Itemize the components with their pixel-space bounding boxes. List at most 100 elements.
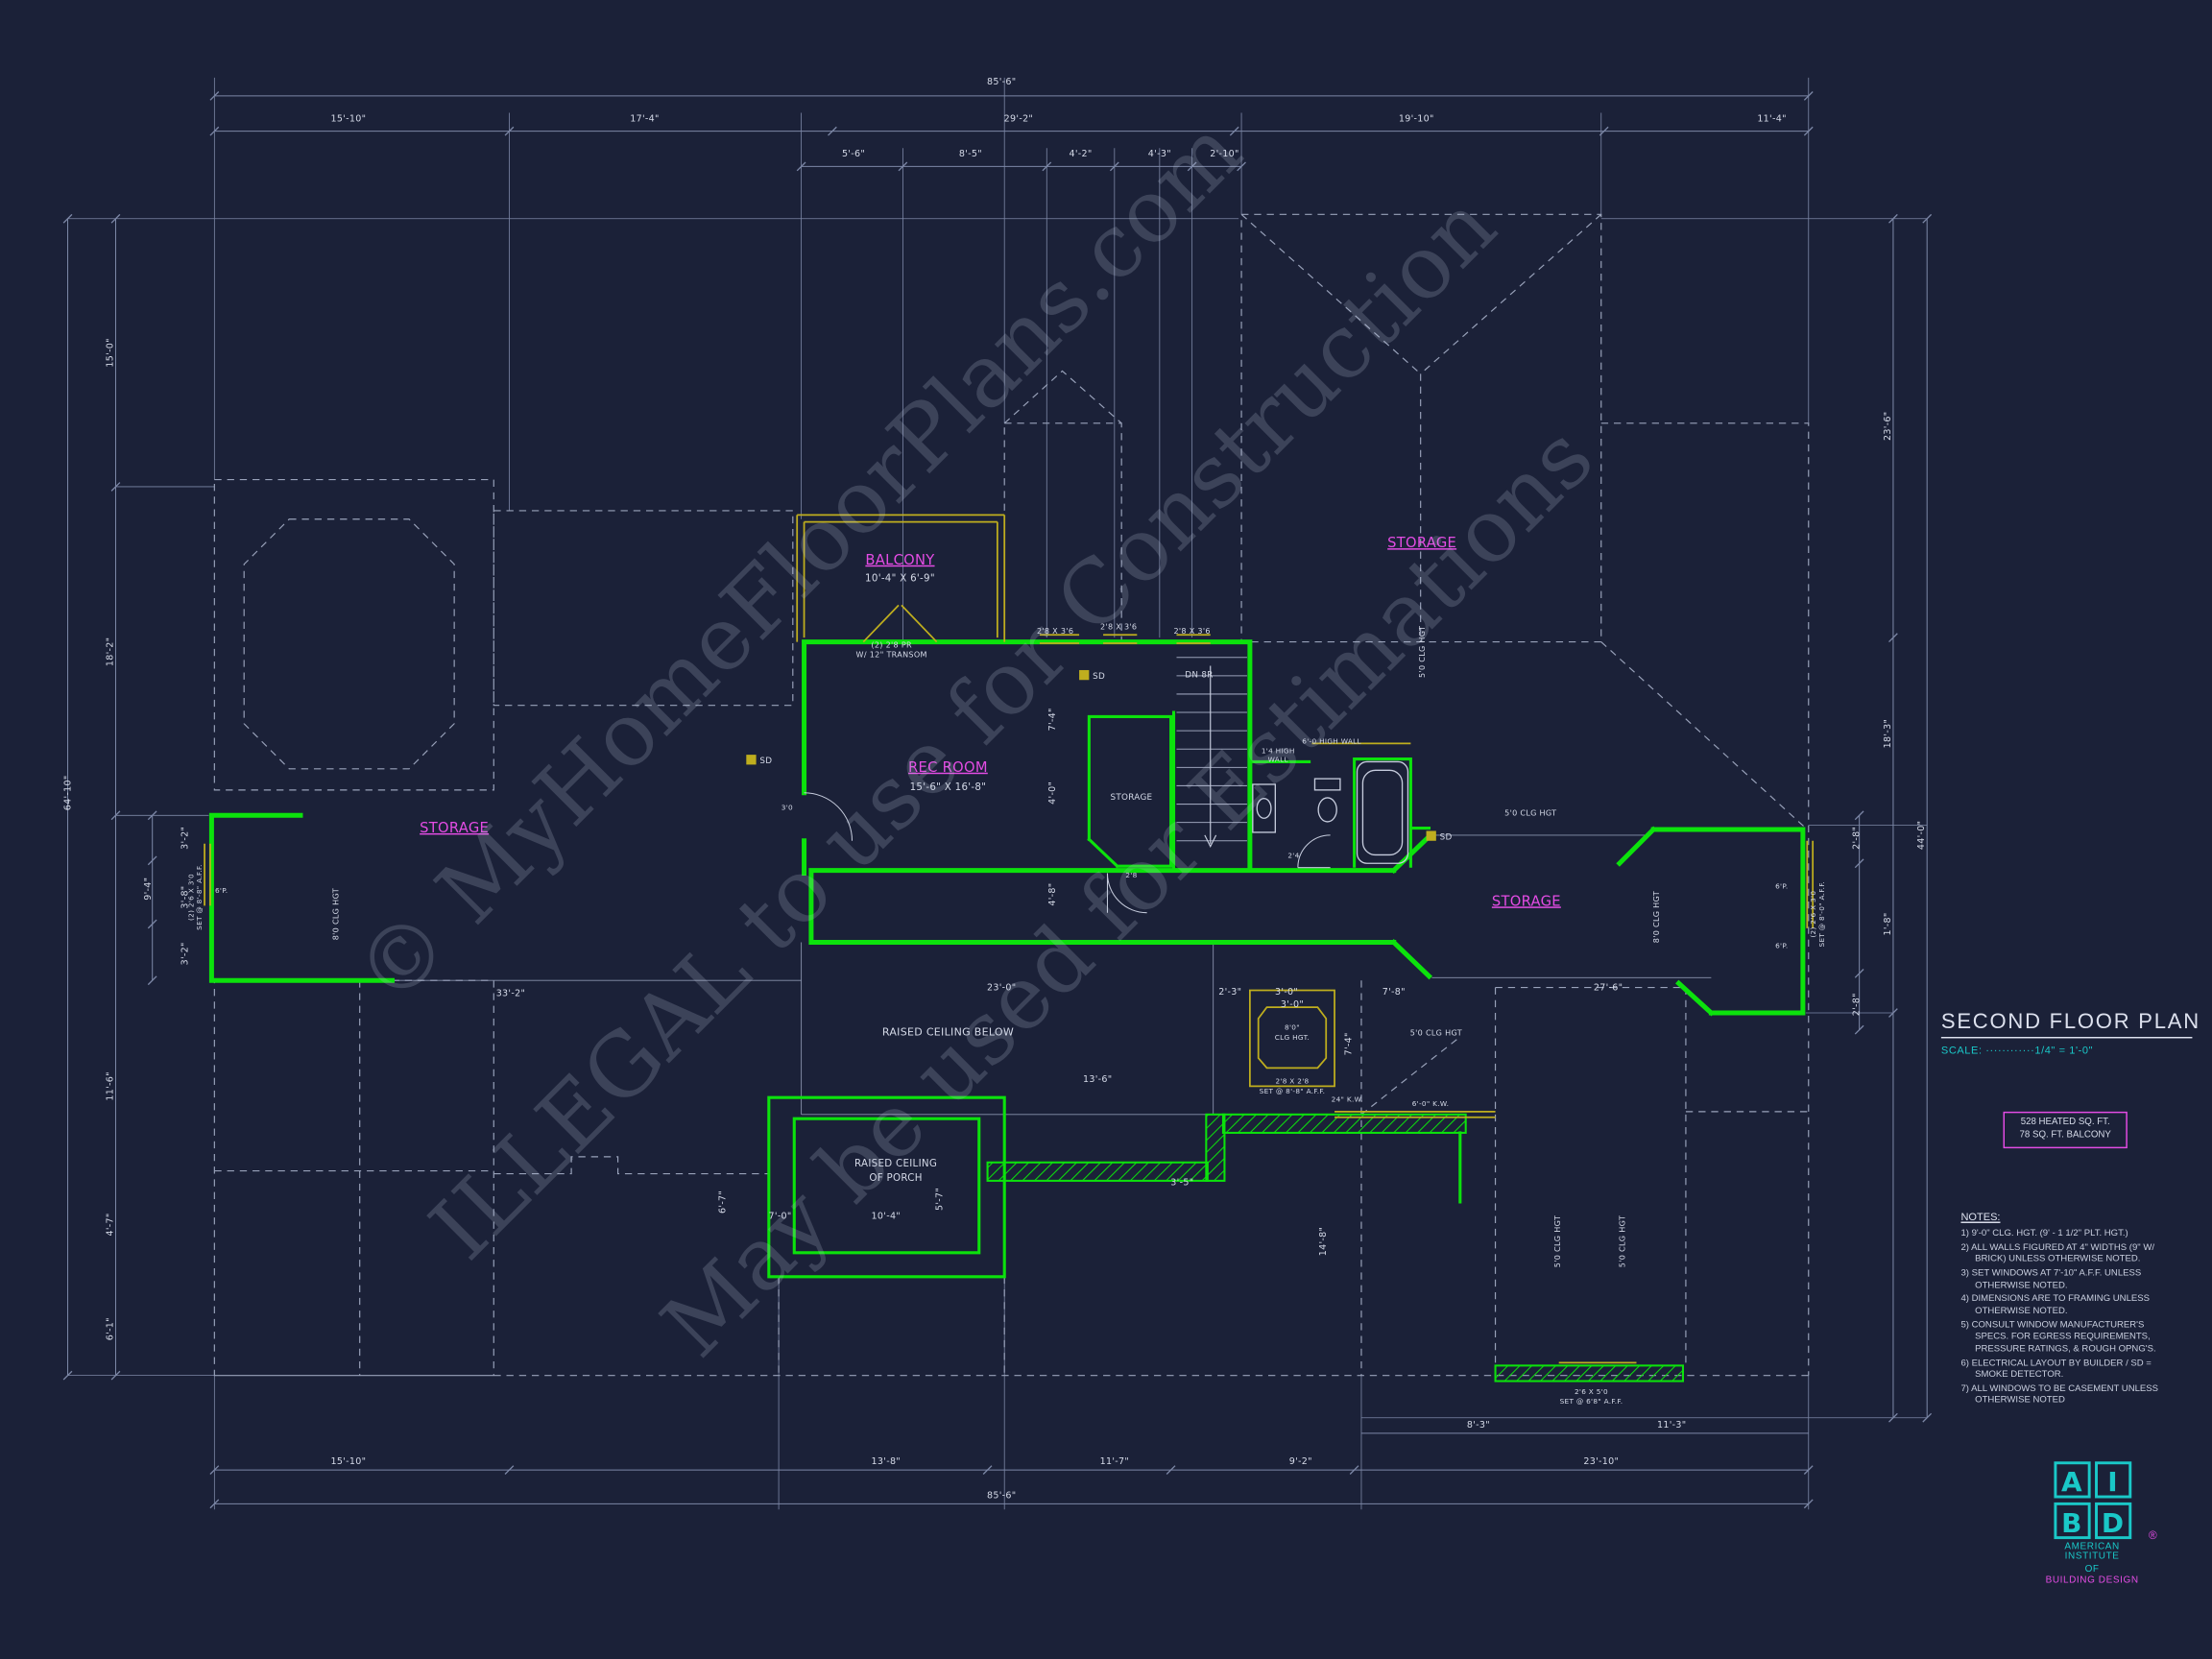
logo-letter-b: B	[2053, 1502, 2090, 1540]
dimension-label: 6'-1"	[106, 1317, 116, 1340]
note-item: 6) ELECTRICAL LAYOUT BY BUILDER / SD = S…	[1960, 1358, 2152, 1381]
plan-label: 2'8 X 3'6	[1037, 626, 1073, 636]
logo-letter-i: I	[2094, 1461, 2131, 1499]
dimension-label: 11'-6"	[106, 1071, 116, 1100]
plan-label: STORAGE	[420, 820, 489, 836]
heated-area: 528 HEATED SQ. FT.	[2020, 1117, 2110, 1128]
dimension-label: 3'-0"	[1275, 987, 1298, 998]
plan-label: 8'0 CLG HGT	[331, 888, 341, 940]
dimension-label: 29'-2"	[1004, 113, 1033, 124]
note-item: 3) SET WINDOWS AT 7'-10" A.F.F. UNLESS O…	[1960, 1268, 2142, 1290]
notes-list: 1) 9'-0" CLG. HGT. (9' - 1 1/2" PLT. HGT…	[1960, 1228, 2177, 1407]
plan-label: DN 8R	[1185, 670, 1213, 680]
logo-org-line2: OF	[2084, 1564, 2100, 1575]
dimension-label: 15'-10"	[331, 113, 367, 124]
dimension-ticks	[62, 91, 1933, 1509]
dimension-label: 11'-7"	[1100, 1456, 1129, 1467]
plan-label: 6'P.	[1775, 882, 1788, 891]
plan-label: 2'6 X 5'0	[1575, 1387, 1608, 1396]
plan-label: SD	[1440, 832, 1453, 842]
door-swings	[804, 792, 1331, 914]
smoke-detector-icon	[1079, 669, 1090, 681]
window-headers	[204, 634, 1815, 1364]
dimension-label: 3'-0"	[1281, 999, 1304, 1010]
dimension-label: 5'-7"	[935, 1188, 946, 1211]
dimension-label: 4'-8"	[1047, 883, 1058, 906]
dimension-label: 14'-8"	[1318, 1227, 1329, 1256]
title-block: SECOND FLOOR PLAN SCALE: ············1/4…	[1940, 1010, 2199, 1057]
roof-band-2	[1205, 1113, 1226, 1182]
dimension-lines	[62, 77, 1933, 1510]
plan-label: SET @ 8'-0" A.F.F.	[1817, 881, 1826, 948]
dimension-label: 7'-0"	[769, 1212, 792, 1222]
plan-label: STORAGE	[1110, 793, 1152, 803]
dimension-label: 18'-2"	[106, 637, 116, 666]
plan-label: SD	[759, 757, 772, 766]
plan-label: 1'4 HIGH	[1262, 747, 1295, 756]
notes-block: NOTES: 1) 9'-0" CLG. HGT. (9' - 1 1/2" P…	[1960, 1211, 2177, 1410]
dimension-label: 85'-6"	[987, 77, 1016, 87]
fixtures	[804, 657, 1409, 914]
balcony-walls	[796, 514, 1006, 643]
plan-label: 8'0"	[1285, 1023, 1300, 1032]
plan-label: 5'0 CLG HGT	[1618, 1215, 1627, 1267]
dimension-label: 3'-5"	[1170, 1177, 1193, 1188]
sheet-title: SECOND FLOOR PLAN	[1940, 1010, 2199, 1039]
plan-label: REC ROOM	[908, 759, 988, 776]
plan-label: (2) 2'8 PR	[871, 639, 912, 649]
registered-mark: ®	[2149, 1528, 2157, 1543]
dimension-label: 64'-10"	[62, 775, 73, 810]
plan-label: 2'8	[1125, 871, 1137, 879]
balcony-area: 78 SQ. FT. BALCONY	[2019, 1129, 2111, 1141]
dimension-label: 7'-8"	[1382, 987, 1406, 998]
dimension-label: 4'-2"	[1070, 149, 1093, 159]
dimension-label: 8'-3"	[1467, 1420, 1490, 1431]
plan-label: BALCONY	[865, 552, 934, 568]
extension-lines	[67, 77, 1928, 1510]
dimension-label: 5'-6"	[842, 149, 865, 159]
dimension-label: 7'-4"	[1344, 1032, 1355, 1055]
bathtub-inner	[1361, 769, 1404, 856]
dimension-label: 2'-8"	[1852, 993, 1863, 1016]
plan-labels: BALCONY 10'-4" X 6'-9" STORAGE STORAGE REC R…	[186, 535, 1826, 1406]
plan-label: SET @ 8'-8" A.F.F.	[195, 864, 204, 930]
dimension-labels: 85'-6"15'-10"17'-4"29'-2"19'-10"11'-4"5'…	[62, 77, 1927, 1501]
dimension-label: 44'-0"	[1916, 821, 1927, 850]
plan-label: 10'-4" X 6'-9"	[865, 572, 935, 584]
dimension-label: 4'-3"	[1148, 149, 1171, 159]
plan-label: 5'0 CLG HGT	[1417, 626, 1427, 678]
dimension-label: 1'-8"	[1883, 912, 1893, 935]
aibd-logo: A I B D ® AMERICAN INSTITUTE OF BUILDING…	[2040, 1461, 2157, 1586]
dimension-label: 17'-4"	[630, 113, 659, 124]
scale-note: SCALE: ············1/4" = 1'-0"	[1940, 1044, 2094, 1057]
dimension-label: 11'-3"	[1657, 1420, 1686, 1431]
hatched-bands	[986, 1113, 1685, 1382]
dimension-label: 33'-2"	[496, 988, 525, 998]
dimension-label: 8'-5"	[959, 149, 982, 159]
bathtub-icon	[1356, 760, 1409, 864]
plan-label: 6'P.	[1775, 941, 1788, 950]
plan-label: 5'0 CLG HGT	[1410, 1028, 1462, 1038]
smoke-detector-icon	[1426, 830, 1436, 841]
interior-lines	[395, 834, 1712, 1116]
dimension-label: 9'-2"	[1289, 1456, 1312, 1467]
interior-thin-lines	[395, 834, 1712, 1116]
note-item: 1) 9'-0" CLG. HGT. (9' - 1 1/2" PLT. HGT…	[1960, 1228, 2128, 1238]
plan-label: SD	[1093, 672, 1105, 682]
plan-label: 6'P.	[215, 886, 228, 895]
plan-label: CLG HGT.	[1275, 1033, 1310, 1042]
dimension-frame	[67, 95, 1928, 1504]
plan-label: 24" K.W.	[1332, 1095, 1363, 1104]
dimension-label: 13'-6"	[1083, 1074, 1112, 1085]
window-seat-room	[1248, 989, 1335, 1088]
window-sill-band	[1494, 1364, 1685, 1382]
area-summary-box: 528 HEATED SQ. FT. 78 SQ. FT. BALCONY	[2003, 1111, 2128, 1148]
plan-label: 2'4	[1287, 851, 1299, 859]
dimension-label: 3'-2"	[180, 942, 190, 965]
dimension-label: 2'-10"	[1210, 149, 1238, 159]
plan-label: 3'0	[781, 803, 793, 811]
plan-label: 2'8 X 2'8	[1275, 1076, 1309, 1085]
note-item: 7) ALL WINDOWS TO BE CASEMENT UNLESS OTH…	[1960, 1383, 2159, 1407]
logo-letter-a: A	[2053, 1461, 2090, 1499]
notes-heading: NOTES:	[1960, 1210, 2001, 1223]
